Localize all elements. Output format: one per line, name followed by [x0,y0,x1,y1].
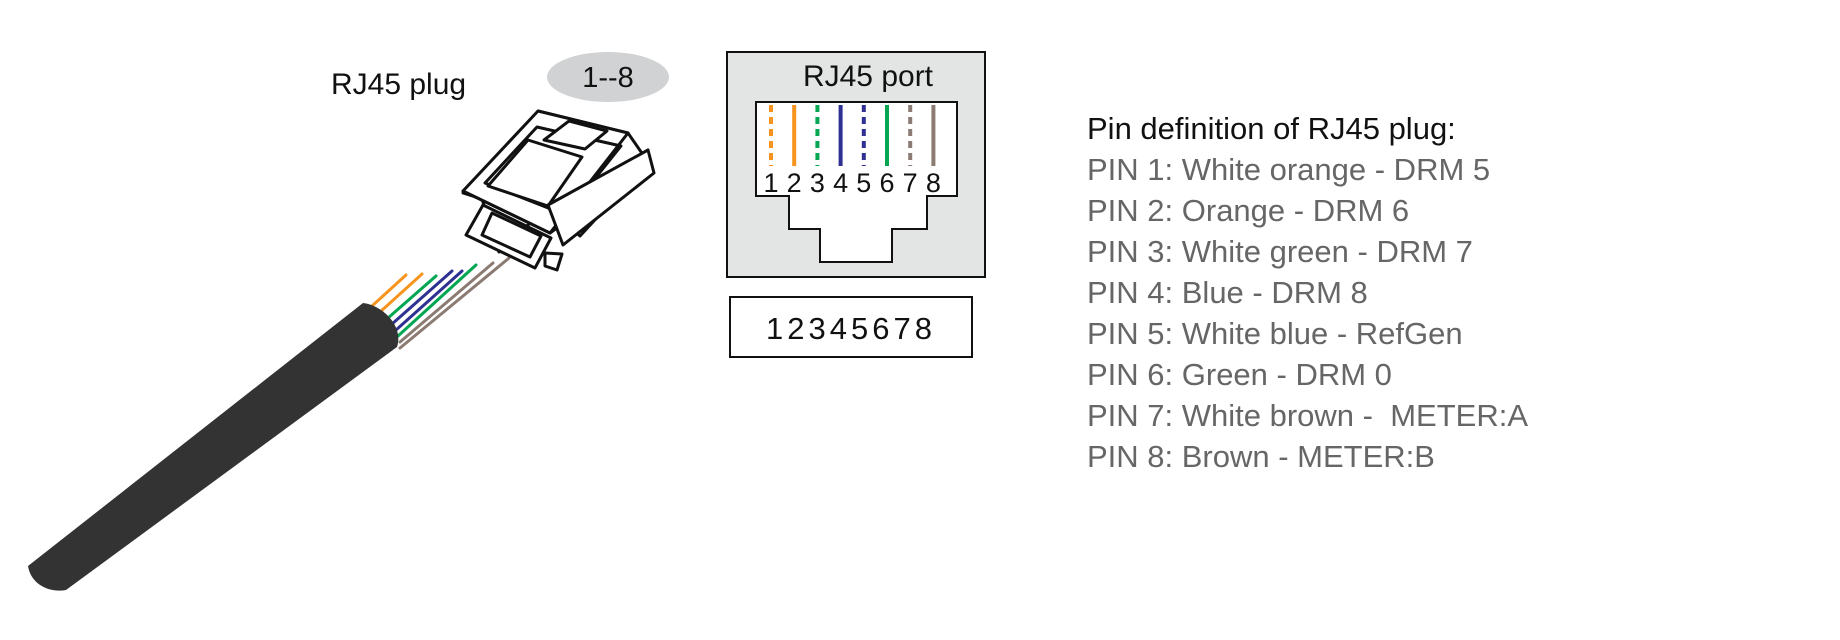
plug-front-opening [480,211,543,259]
pin-definition: Pin definition of RJ45 plug: PIN 1: Whit… [1087,108,1807,477]
pin-definition-heading: Pin definition of RJ45 plug: [1087,111,1456,146]
port-wires [769,105,936,166]
conductor-4 [390,269,454,326]
badge-label: 1--8 [582,62,634,94]
plug-small-window [542,119,609,151]
plug-large-window [486,138,584,208]
pin-definition-row: PIN 5: White blue - RefGen [1087,316,1463,351]
pin-box-label: 12345678 [766,311,936,346]
pin-definition-row: PIN 3: White green - DRM 7 [1087,234,1473,269]
port-pin-number-6: 6 [879,168,894,198]
cable-jacket [28,303,399,591]
badge-ellipse [547,52,669,102]
pin-definition-row: PIN 1: White orange - DRM 5 [1087,152,1491,187]
plug-right-face [546,148,656,247]
pin-definition-row: PIN 4: Blue - DRM 8 [1087,275,1368,310]
pin-range-badge: 1--8 [547,52,669,102]
port-pin-number-4: 4 [833,168,848,198]
ethernet-cable [28,256,511,591]
pin-definition-row: PIN 7: White brown - METER:A [1087,398,1528,433]
port-pin-number-7: 7 [903,168,918,198]
plug-title: RJ45 plug [331,68,466,101]
pin-number-box: 12345678 [729,296,973,358]
pin-definition-row: PIN 8: Brown - METER:B [1087,439,1435,474]
conductor-1 [370,273,408,308]
pin-definition-row: PIN 2: Orange - DRM 6 [1087,193,1410,228]
pin-definition-row: PIN 6: Green - DRM 0 [1087,357,1392,392]
port-pin-number-8: 8 [926,168,941,198]
port-socket [755,101,958,263]
conductor-3 [386,274,438,320]
rj45-plug [461,109,656,272]
conductor-5 [394,269,464,332]
conductor-6 [396,263,478,338]
cable-conductors [370,256,511,350]
conductor-7 [398,261,495,344]
plug-clip [543,251,564,272]
conductor-2 [378,272,424,314]
pin-box-frame [729,296,973,358]
port-pin-number-2: 2 [787,168,802,198]
port-pin-number-3: 3 [810,168,825,198]
port-pin-number-5: 5 [856,168,871,198]
conductor-8 [398,256,511,350]
port-pin-number-1: 1 [763,168,778,198]
port-title: RJ45 port [803,60,934,93]
